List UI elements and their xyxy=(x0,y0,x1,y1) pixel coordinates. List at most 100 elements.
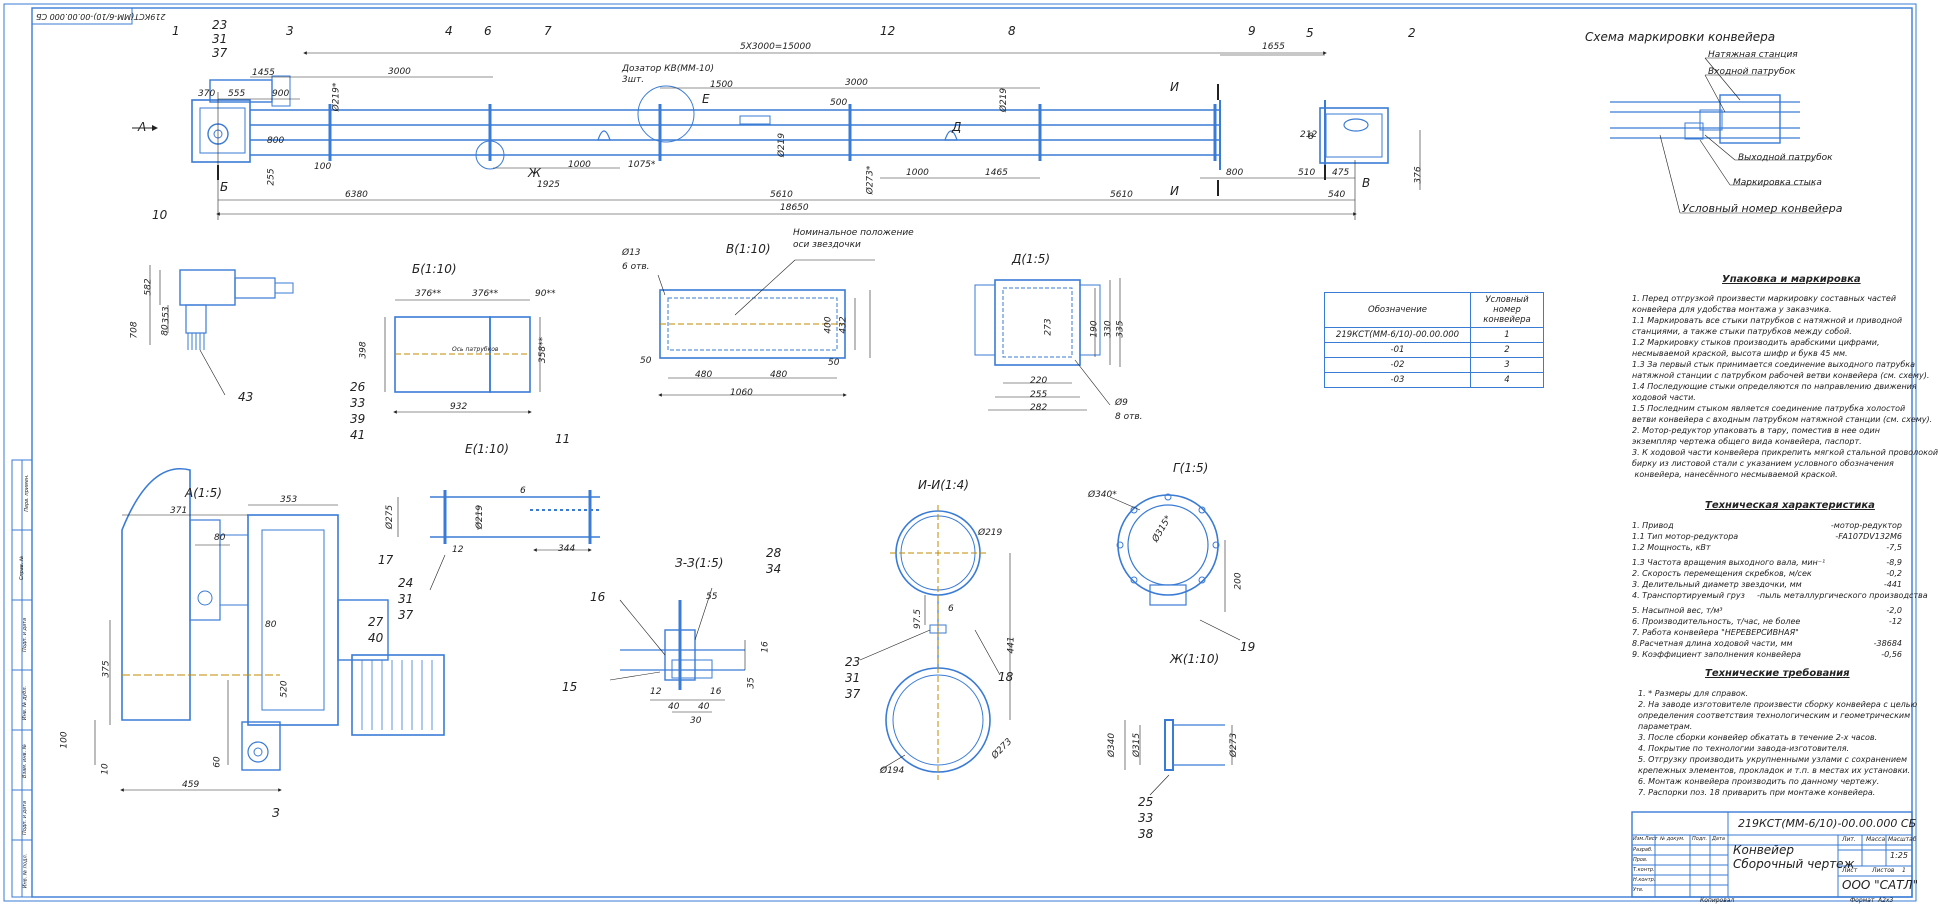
dim-900: 900 xyxy=(272,89,290,99)
side-label: Подп. и дата xyxy=(22,617,29,653)
dim-555: 555 xyxy=(228,89,246,99)
dim-219-b: Ø219 xyxy=(999,87,1010,113)
s-80: 80 xyxy=(160,324,171,336)
v-1060: 1060 xyxy=(730,388,753,398)
pos-43: 43 xyxy=(238,390,254,404)
stamp-code: 219КСТ(ММ-6/10)-00.00.000 СБ xyxy=(1738,817,1917,830)
scheme-label-5: Условный номер конвейера xyxy=(1682,202,1843,215)
stamp-lit: Лит. xyxy=(1842,836,1856,843)
view-g xyxy=(1116,493,1220,606)
pos-1: 1 xyxy=(172,24,180,38)
tech-key: 7. Работа конвейера "НЕРЕВЕРСИВНАЯ" xyxy=(1632,628,1799,637)
tech-val: -441 xyxy=(1883,580,1902,589)
stamp-title-1: Конвейер xyxy=(1733,843,1794,857)
d-190: 190 xyxy=(1089,320,1100,338)
dim-273: Ø273* xyxy=(865,165,876,195)
z-12: 12 xyxy=(650,687,662,697)
req-title: Технические требования xyxy=(1705,668,1850,679)
e-344: 344 xyxy=(558,544,576,554)
b-axis-label: Ось патрубков xyxy=(452,346,499,353)
view-a xyxy=(121,468,445,771)
dim-540: 540 xyxy=(1328,190,1346,200)
z-40a: 40 xyxy=(668,702,680,712)
zh-340: Ø340 xyxy=(1107,732,1118,758)
zh-315: Ø315 xyxy=(1132,732,1143,758)
g-340: Ø340* xyxy=(1088,490,1117,500)
pos-31-b: 31 xyxy=(398,592,414,606)
pos-4: 4 xyxy=(445,24,453,38)
stamp-row: Т.контр. xyxy=(1633,867,1655,873)
a-375: 375 xyxy=(101,660,112,678)
e-219: Ø219 xyxy=(475,504,486,530)
pos-23: 23 xyxy=(212,18,228,32)
view-zh xyxy=(1164,719,1225,771)
pos-19: 19 xyxy=(1240,640,1256,654)
tech-key: 1.1 Тип мотор-редуктора xyxy=(1632,532,1739,541)
side-label: Инв. № дубл. xyxy=(22,685,29,721)
a-520: 520 xyxy=(279,680,290,698)
v-432: 432 xyxy=(838,316,849,334)
dim-8: 8 xyxy=(1308,132,1314,142)
z-35: 35 xyxy=(746,677,757,689)
side-label: Инв. № подл. xyxy=(22,853,29,889)
tech-key: 4. Транспортируемый груз xyxy=(1632,591,1745,600)
stamp-row: Дата xyxy=(1712,836,1725,842)
side-label: Справ. № xyxy=(19,555,26,581)
i-441: 441 xyxy=(1006,636,1017,654)
dim-1655: 1655 xyxy=(1262,42,1285,52)
pos-25: 25 xyxy=(1138,795,1154,809)
mk-head-1: Обозначение xyxy=(1324,292,1471,328)
z-16: 16 xyxy=(760,641,771,653)
mk-cell: 2 xyxy=(1470,342,1544,358)
dim-100: 100 xyxy=(314,162,332,172)
dim-219-c: Ø219 xyxy=(777,132,788,158)
z-30: 30 xyxy=(690,716,702,726)
pos-16: 16 xyxy=(590,590,606,604)
e-6: 6 xyxy=(520,486,526,496)
pos-37-c: 37 xyxy=(845,687,861,701)
pos-38: 38 xyxy=(1138,827,1154,841)
v-50b: 50 xyxy=(828,358,840,368)
v-50a: 50 xyxy=(640,356,652,366)
dim-15000: 5Х3000=15000 xyxy=(740,42,811,52)
dim-212: 212 xyxy=(1300,130,1318,140)
view-e xyxy=(430,490,600,544)
dim-1000-a: 1000 xyxy=(568,160,591,170)
packing-title: Упаковка и маркировка xyxy=(1722,274,1861,285)
mk-cell: 219КСТ(ММ-6/10)-00.00.000 xyxy=(1324,327,1471,343)
pos-7: 7 xyxy=(544,24,552,38)
zh-273: Ø273 xyxy=(1229,732,1240,758)
letter-i-bottom: И xyxy=(1170,184,1179,198)
pos-18: 18 xyxy=(998,670,1014,684)
title-view-i: И-И(1:4) xyxy=(918,478,969,492)
title-view-z: З-З(1:5) xyxy=(675,556,724,570)
pos-37-b: 37 xyxy=(398,608,414,622)
scheme-title: Схема маркировки конвейера xyxy=(1585,30,1776,44)
pos-15: 15 xyxy=(562,680,578,694)
tech-key: 8.Расчетная длина ходовой части, мм xyxy=(1632,639,1793,648)
s-708: 708 xyxy=(129,321,140,339)
doser-qty: 3шт. xyxy=(622,75,645,85)
v-400: 400 xyxy=(823,316,834,334)
d-9: Ø9 xyxy=(1115,398,1128,408)
title-view-v: В(1:10) xyxy=(726,242,771,256)
stamp-row: Разраб. xyxy=(1633,847,1653,853)
letter-z: З xyxy=(272,806,280,820)
s-582: 582 xyxy=(143,278,154,296)
dim-1465: 1465 xyxy=(985,168,1008,178)
tech-val: -пыль металлургического производства xyxy=(1757,591,1928,600)
a-80a: 80 xyxy=(214,533,226,543)
i-194: Ø194 xyxy=(880,766,905,776)
pos-41: 41 xyxy=(350,428,366,442)
tech-val: -0,2 xyxy=(1886,569,1902,578)
letter-b: Б xyxy=(220,180,229,194)
pos-31: 31 xyxy=(212,32,228,46)
dim-1000-b: 1000 xyxy=(906,168,929,178)
tech-key: 5. Насыпной вес, т/м³ xyxy=(1632,606,1723,615)
dim-475: 475 xyxy=(1332,168,1350,178)
stamp-row: Пров. xyxy=(1633,857,1648,863)
stamp-row: Н.контр. xyxy=(1633,877,1656,883)
doser-label: Дозатор КВ(ММ-10) xyxy=(622,64,714,74)
